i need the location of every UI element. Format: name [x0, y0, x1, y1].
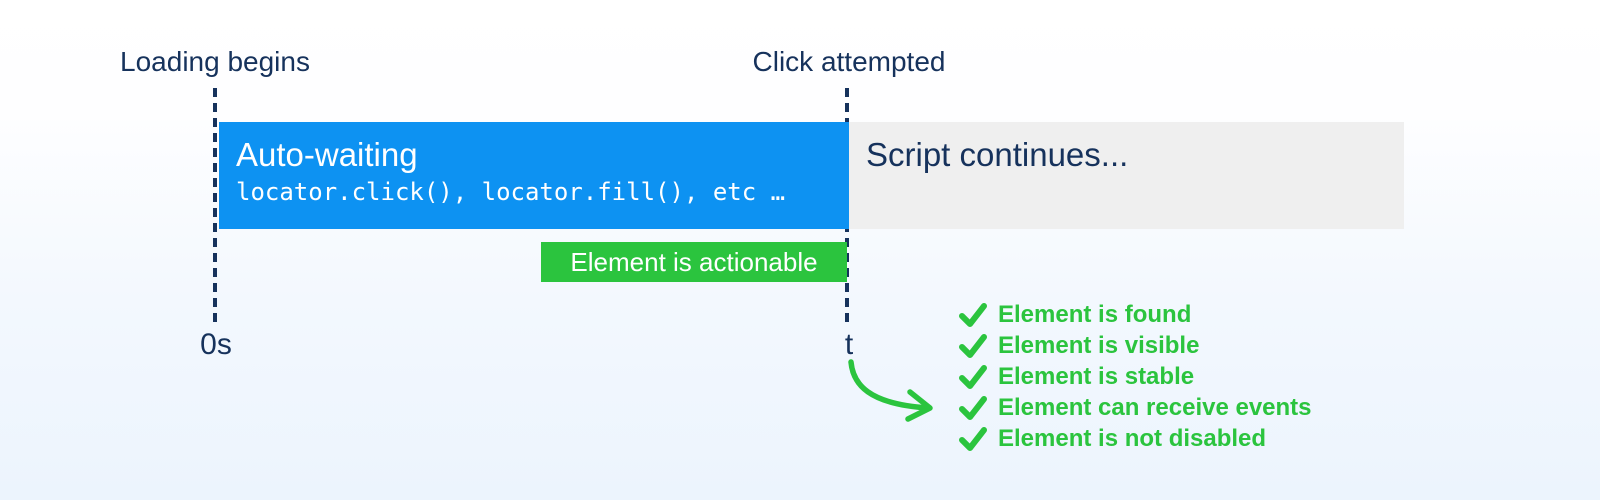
start-time-label: 0s: [200, 328, 232, 361]
loading-begins-dotted-line: [213, 88, 217, 322]
list-item: Element is stable: [958, 361, 1312, 392]
checkmark-icon: [959, 333, 987, 358]
list-item: Element is visible: [958, 330, 1312, 361]
click-attempted-label: Click attempted: [752, 46, 946, 77]
end-time-label: t: [844, 328, 854, 361]
actionability-checklist: Element is found Element is visible Elem…: [958, 299, 1312, 454]
checkmark-icon: [959, 302, 987, 327]
loading-begins-label: Loading begins: [120, 46, 310, 77]
checklist-item-label: Element is found: [998, 300, 1192, 328]
script-continues-title: Script continues...: [866, 136, 1129, 173]
auto-waiting-bar: Auto-waiting locator.click(), locator.fi…: [219, 122, 849, 229]
checklist-item-label: Element is stable: [998, 362, 1195, 390]
curved-arrow-icon: [848, 359, 933, 422]
list-item: Element is found: [958, 299, 1312, 330]
list-item: Element can receive events: [958, 392, 1312, 423]
auto-waiting-code: locator.click(), locator.fill(), etc …: [236, 178, 786, 206]
list-item: Element is not disabled: [958, 423, 1312, 454]
checkmark-icon: [959, 426, 987, 451]
checklist-item-label: Element is visible: [998, 331, 1200, 359]
checkmark-icon: [959, 395, 987, 420]
checkmark-icon: [959, 364, 987, 389]
script-continues-bar: Script continues...: [849, 122, 1404, 229]
checklist-item-label: Element is not disabled: [998, 424, 1267, 452]
checklist-item-label: Element can receive events: [998, 393, 1312, 421]
auto-waiting-title: Auto-waiting: [236, 136, 418, 173]
element-actionable-badge: Element is actionable: [541, 242, 847, 282]
